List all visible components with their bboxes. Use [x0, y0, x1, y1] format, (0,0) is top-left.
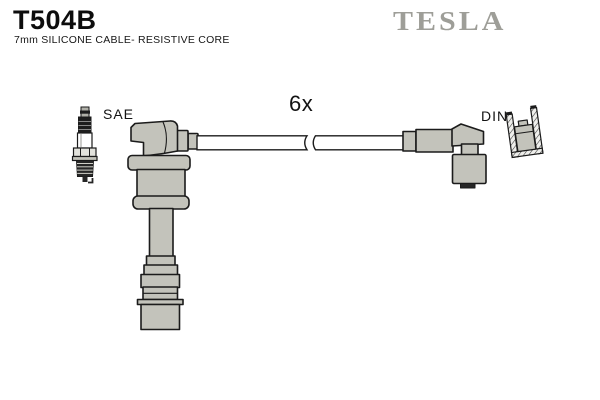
ignition-cable — [196, 135, 405, 151]
spark-plug-boot — [127, 120, 199, 331]
product-description: 7mm SILICONE CABLE- RESISTIVE CORE — [14, 34, 230, 46]
distributor-boot — [402, 123, 487, 189]
brand-logo: TESLA — [393, 6, 507, 37]
spark-plug-icon — [71, 106, 98, 184]
sae-label: SAE — [103, 106, 135, 122]
quantity-label: 6x — [289, 91, 314, 116]
part-number: T504B — [13, 5, 97, 35]
din-terminal-cross-section — [505, 105, 544, 159]
din-label: DIN — [481, 108, 509, 124]
